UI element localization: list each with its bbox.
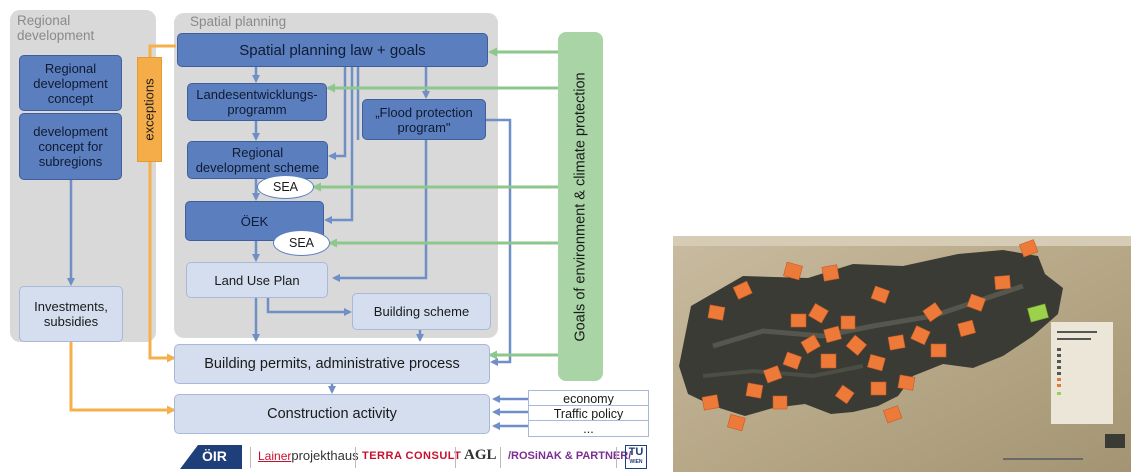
blue-law-to-oek bbox=[324, 67, 354, 224]
blue-flood-to-landuse bbox=[332, 138, 428, 282]
blue-flood-to-permits bbox=[486, 118, 512, 366]
logo-divider-1 bbox=[250, 447, 251, 468]
orange-exceptions-to-permits bbox=[148, 162, 176, 363]
tu-wien-logo: TU WIEN bbox=[625, 445, 647, 469]
logo-divider-5 bbox=[616, 447, 617, 468]
sea-ellipse-1: SEA bbox=[257, 175, 314, 199]
land-use-plan-box: Land Use Plan bbox=[186, 262, 328, 298]
other-factors-box: ... bbox=[528, 420, 649, 437]
blue-law-to-regional-scheme bbox=[328, 67, 347, 160]
building-permits-box: Building permits, administrative process bbox=[174, 344, 490, 384]
logo-divider-4 bbox=[500, 447, 501, 468]
exceptions-bar: exceptions bbox=[137, 57, 162, 162]
investments-subsidies-box: Investments,subsidies bbox=[19, 286, 123, 342]
sea-ellipse-2: SEA bbox=[273, 230, 330, 256]
terra-consult-logo: TERRA CONSULT bbox=[362, 450, 462, 462]
spatial-planning-law-box: Spatial planning law + goals bbox=[177, 33, 488, 67]
spatial-planning-title: Spatial planning bbox=[190, 14, 287, 29]
goals-environment-climate-bar: Goals of environment & climate protectio… bbox=[558, 32, 603, 381]
landesentwicklungsprogramm-box: Landesentwicklungs-programm bbox=[187, 83, 327, 121]
blue-landuse-to-building-scheme bbox=[266, 298, 352, 316]
map-photo-image bbox=[673, 236, 1131, 472]
map-sticky-notes-photo bbox=[673, 236, 1131, 472]
building-scheme-box: Building scheme bbox=[352, 293, 491, 330]
oir-logo: ÖIR bbox=[180, 444, 242, 470]
traffic-policy-box: Traffic policy bbox=[528, 405, 649, 422]
logo-divider-3 bbox=[455, 447, 456, 468]
lainer-projekthaus-logo: Lainer projekthaus bbox=[258, 448, 359, 463]
logo-divider-2 bbox=[355, 447, 356, 468]
rosinak-partner-logo: /ROSiNAK & PARTNER/ bbox=[508, 450, 632, 462]
orange-law-to-exceptions bbox=[148, 44, 176, 57]
agl-logo: AGL bbox=[464, 447, 497, 463]
orange-investments-to-construction bbox=[69, 342, 176, 415]
connector-arrows bbox=[67, 44, 558, 430]
construction-activity-box: Construction activity bbox=[174, 394, 490, 434]
oir-logo-mark bbox=[180, 445, 242, 469]
